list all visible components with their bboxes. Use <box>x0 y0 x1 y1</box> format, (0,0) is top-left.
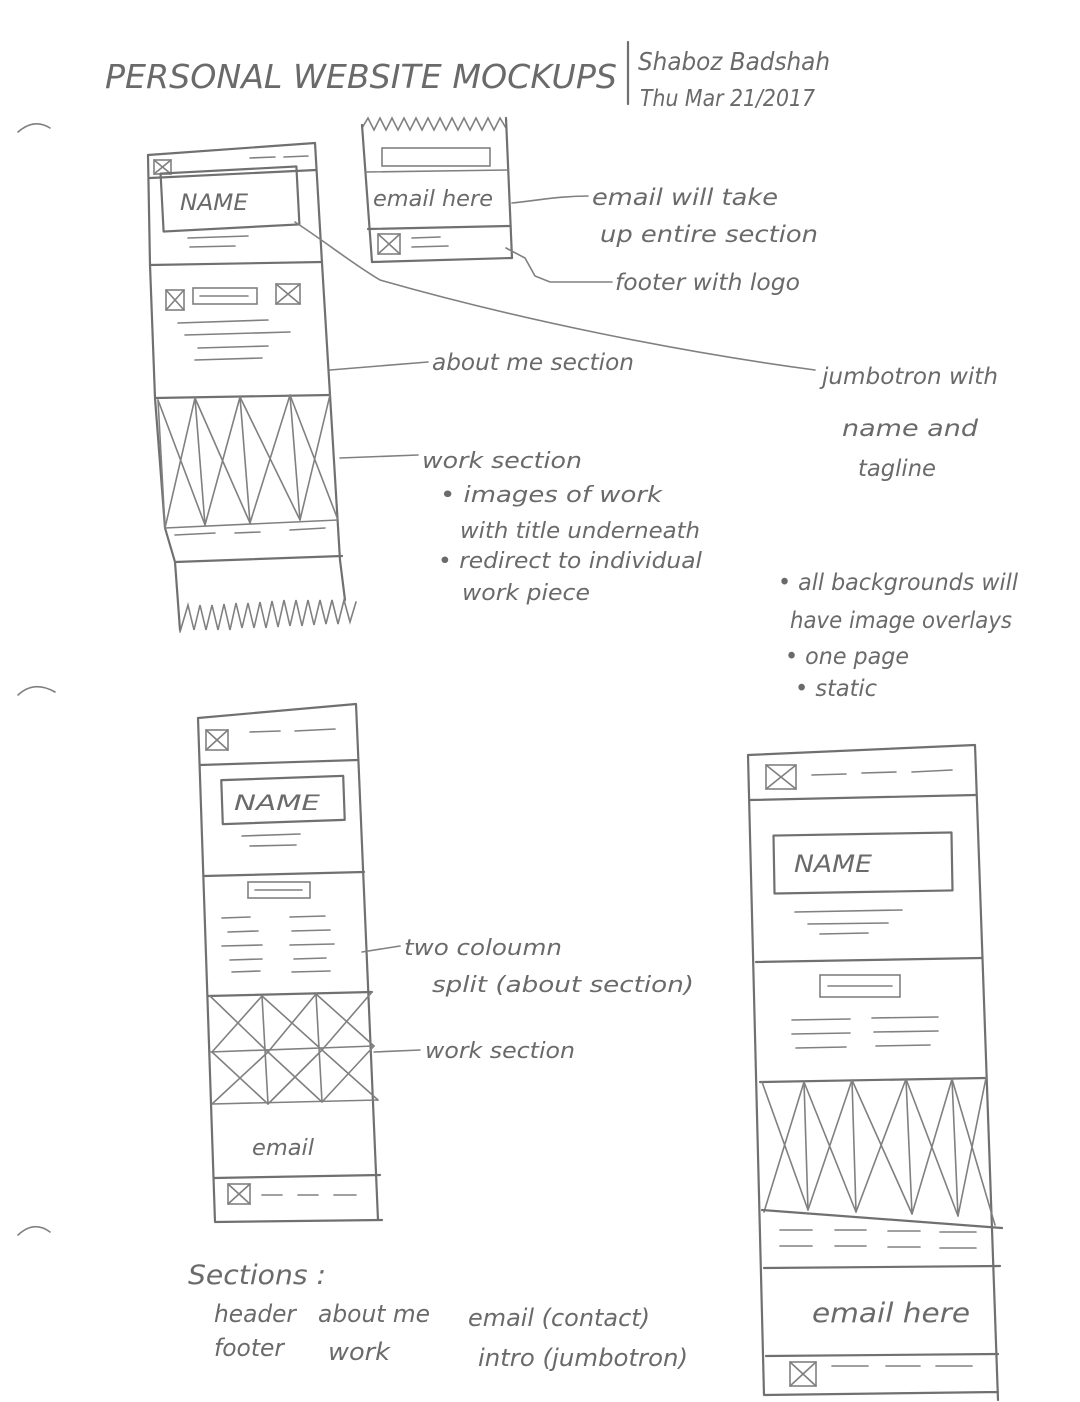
binder-hole-mark <box>17 123 51 133</box>
logo-placeholder-icon <box>765 764 797 790</box>
name-label: NAME <box>234 791 321 815</box>
email-here-label: email here <box>373 187 493 212</box>
footer-logo-icon <box>377 233 401 255</box>
mockup-tablet: NAME email <box>196 702 384 1224</box>
name-box <box>159 165 301 233</box>
note-two-column: two coloumn split (about section) <box>404 936 694 998</box>
name-box <box>220 774 346 826</box>
section-item: email (contact) <box>468 1304 650 1332</box>
name-label: NAME <box>180 191 248 216</box>
mockup-email-footer: email here <box>360 116 514 264</box>
logo-placeholder-icon <box>205 729 229 751</box>
note-footer: footer with logo <box>615 270 800 296</box>
pointer-line <box>505 247 613 283</box>
sections-list: header about me email (contact) footer w… <box>214 1300 688 1372</box>
section-item: intro (jumbotron) <box>478 1344 688 1372</box>
note-jumbotron: jumbotron with name and tagline <box>819 364 1005 482</box>
note-about: about me section <box>432 350 634 376</box>
page-title: PERSONAL WEBSITE MOCKUPS <box>105 57 617 96</box>
footer-logo-icon <box>789 1361 817 1387</box>
pointer-line <box>339 454 419 459</box>
note-work-section-2: work section <box>425 1039 575 1064</box>
section-item: about me <box>318 1300 430 1328</box>
binder-hole-mark <box>17 685 56 696</box>
note-email-section: email will take <box>592 185 778 211</box>
pointer-line <box>329 361 429 371</box>
footer-logo-icon <box>227 1183 251 1205</box>
general-notes: • all backgrounds will have image overla… <box>778 570 1025 702</box>
pointer-line <box>373 1049 421 1053</box>
name-label: NAME <box>794 850 873 878</box>
section-item: work <box>328 1338 391 1366</box>
email-label: email <box>252 1136 314 1161</box>
author-name: Shaboz Badshah <box>638 47 830 76</box>
note-email-section-line2: up entire section <box>600 222 818 248</box>
sketch-date: Thu Mar 21/2017 <box>640 86 815 112</box>
name-box <box>772 831 954 895</box>
pointer-line <box>361 945 401 953</box>
mockup-mobile-1: NAME <box>146 141 357 633</box>
mockup-desktop: NAME email here <box>746 743 1004 1402</box>
pointer-line <box>511 195 589 204</box>
binder-hole-mark <box>17 1225 51 1236</box>
email-here-label: email here <box>812 1298 970 1329</box>
sections-title: Sections : <box>188 1260 326 1291</box>
pointer-line <box>294 221 816 371</box>
section-item: footer <box>214 1334 286 1362</box>
section-item: header <box>214 1300 298 1328</box>
note-work: work section • images of work with title… <box>422 449 709 606</box>
